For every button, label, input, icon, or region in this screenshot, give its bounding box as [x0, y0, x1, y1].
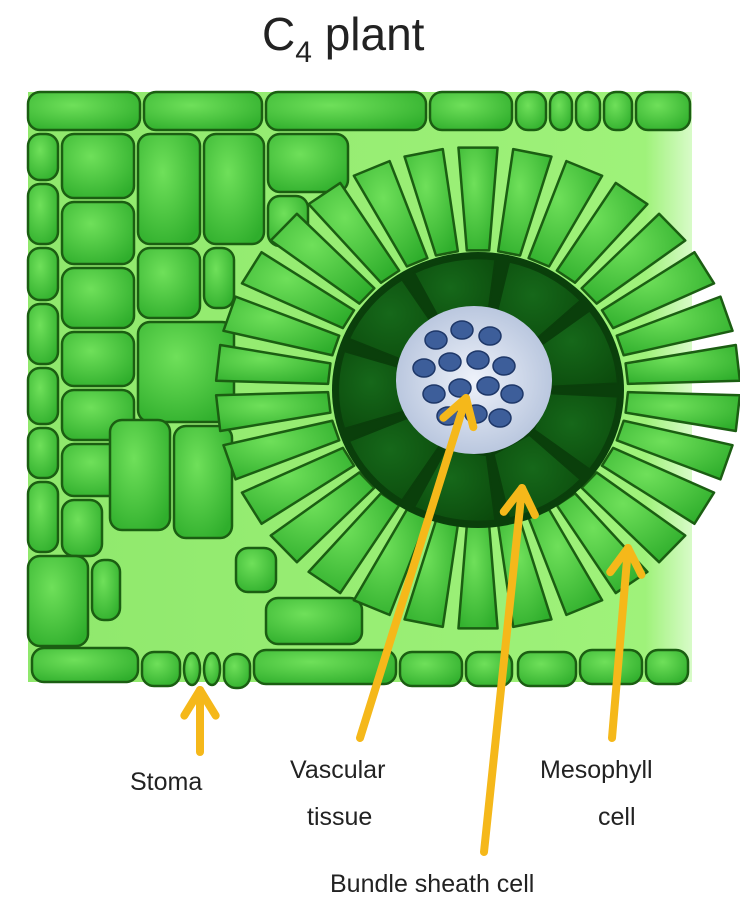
mesophyll-cell — [174, 426, 232, 538]
vascular-cell — [493, 357, 515, 375]
mesophyll-cell — [62, 500, 102, 556]
vascular-cell — [467, 351, 489, 369]
mesophyll-cell — [458, 148, 497, 251]
mesophyll-cell — [266, 598, 362, 644]
epidermis-cell — [646, 650, 688, 684]
vascular-cell — [439, 353, 461, 371]
mesophyll-cell — [28, 556, 88, 646]
stoma-guard-cell-right — [204, 653, 220, 685]
mesophyll-cell — [62, 202, 134, 264]
mesophyll-cell — [28, 482, 58, 552]
epidermis-cell — [144, 92, 262, 130]
mesophyll-cell — [268, 134, 348, 192]
epidermis-cell — [28, 92, 140, 130]
mesophyll-cell — [62, 332, 134, 386]
vascular-cell — [501, 385, 523, 403]
mesophyll-cell — [62, 268, 134, 328]
diagram-title: C4 plant — [262, 8, 425, 69]
label-stoma: Stoma — [130, 768, 202, 796]
mesophyll-cell — [28, 134, 58, 180]
epidermis-cell — [580, 650, 642, 684]
vascular-cell — [477, 377, 499, 395]
mesophyll-cell — [458, 526, 497, 629]
epidermis-cell — [518, 652, 576, 686]
stoma-guard-cell-left — [184, 653, 200, 685]
epidermis-cell — [142, 652, 180, 686]
label-vascular-line2: tissue — [307, 803, 372, 831]
epidermis-cell — [430, 92, 512, 130]
vascular-cell — [479, 327, 501, 345]
vascular-cell — [489, 409, 511, 427]
mesophyll-cell — [28, 248, 58, 300]
epidermis-cell — [576, 92, 600, 130]
mesophyll-cell — [204, 248, 234, 308]
mesophyll-cell — [28, 304, 58, 364]
mesophyll-cell — [28, 368, 58, 424]
epidermis-cell — [636, 92, 690, 130]
label-bundle-sheath: Bundle sheath cell — [330, 870, 534, 898]
mesophyll-cell — [204, 134, 264, 244]
mesophyll-cell — [138, 248, 200, 318]
vascular-cell — [423, 385, 445, 403]
epidermis-cell — [266, 92, 426, 130]
epidermis-cell — [516, 92, 546, 130]
vascular-cell — [425, 331, 447, 349]
vascular-cell — [413, 359, 435, 377]
epidermis-cell — [400, 652, 462, 686]
label-mesophyll-line2: cell — [598, 803, 636, 831]
lower-epidermis — [32, 648, 688, 688]
mesophyll-cell — [92, 560, 120, 620]
mesophyll-cell — [28, 428, 58, 478]
mesophyll-cell — [28, 184, 58, 244]
title-subscript: 4 — [295, 36, 312, 69]
epidermis-cell — [550, 92, 572, 130]
label-vascular-line1: Vascular — [290, 756, 385, 784]
epidermis-cell — [32, 648, 138, 682]
vascular-tissue — [396, 306, 552, 454]
vascular-cell — [449, 379, 471, 397]
epidermis-cell — [224, 654, 250, 688]
mesophyll-cell — [62, 134, 134, 198]
vascular-cell — [451, 321, 473, 339]
vascular-bundle — [396, 306, 552, 454]
mesophyll-cell — [110, 420, 170, 530]
mesophyll-cell — [138, 134, 200, 244]
title-suffix: plant — [312, 8, 425, 60]
mesophyll-cell — [236, 548, 276, 592]
upper-epidermis — [28, 92, 690, 130]
label-mesophyll-line1: Mesophyll — [540, 756, 653, 784]
epidermis-cell — [604, 92, 632, 130]
title-main: C — [262, 8, 295, 60]
